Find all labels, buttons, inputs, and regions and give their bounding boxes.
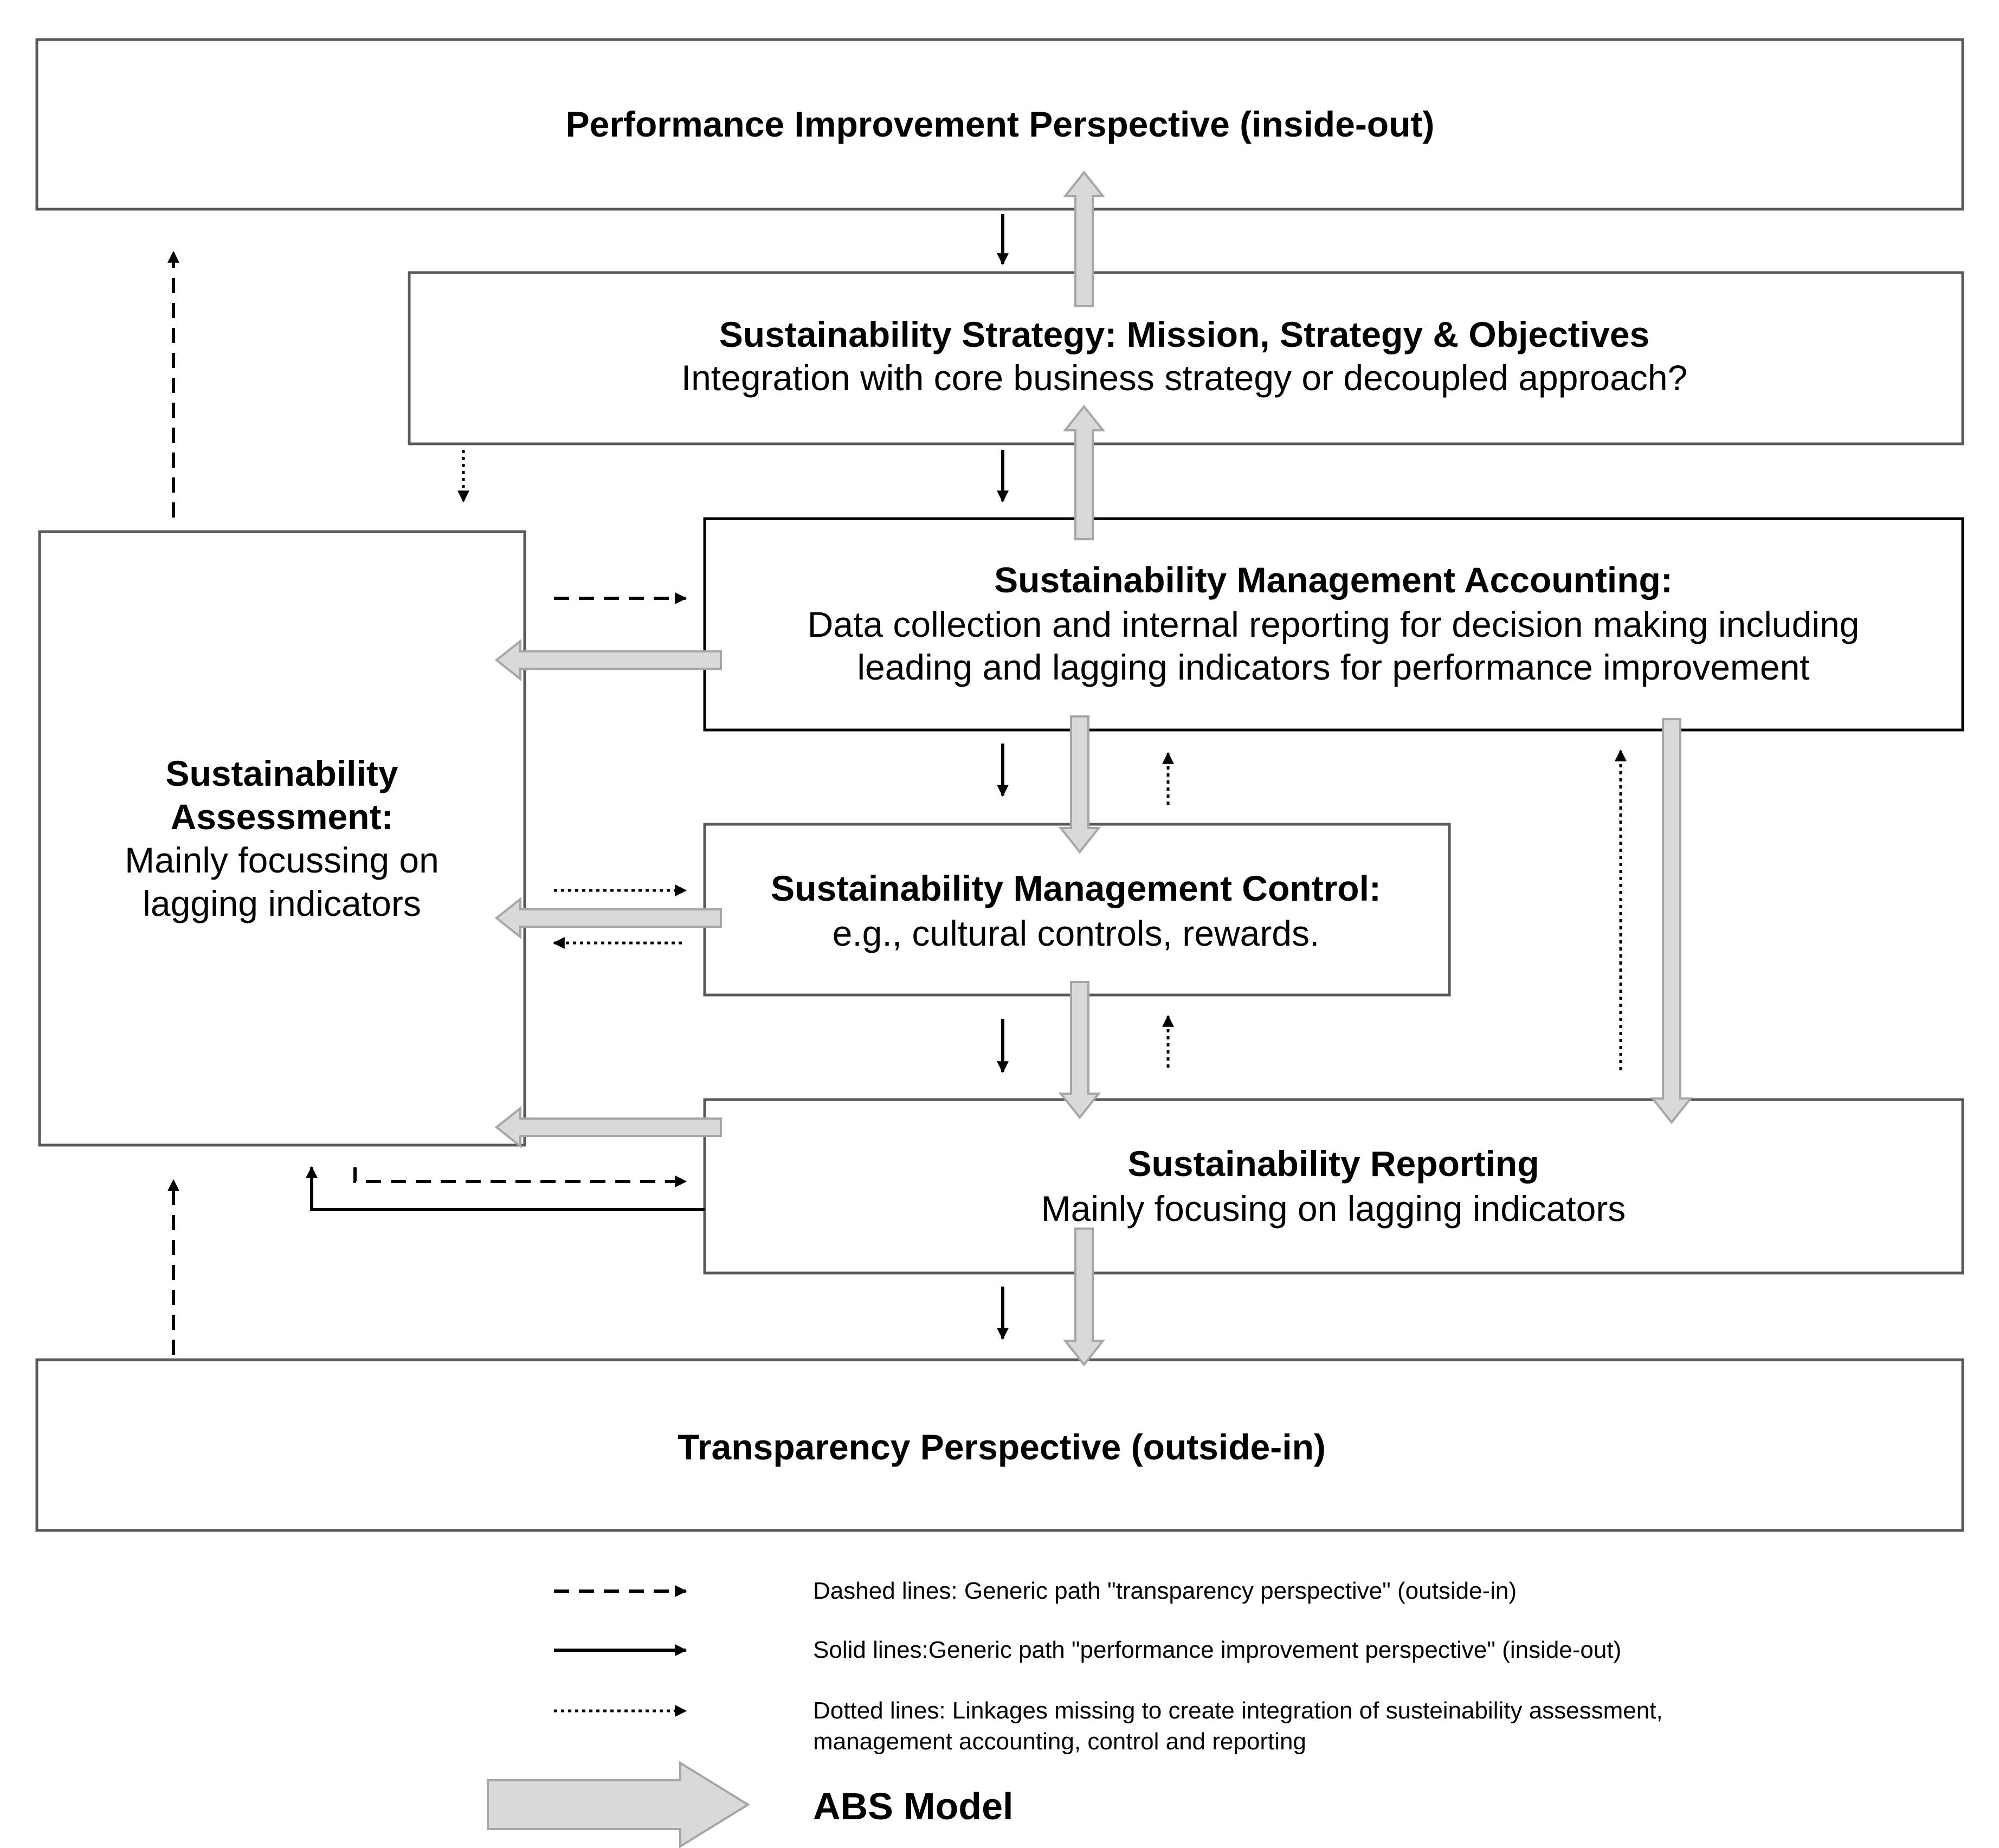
abs-arrow-reporting-to-transparency — [1062, 1227, 1106, 1367]
abs-arrow-control-to-reporting — [1058, 981, 1101, 1120]
abs-arrow-control-to-assessment — [494, 896, 722, 940]
assessment-line-1: Mainly focussing on — [125, 840, 439, 880]
box-management-accounting: Sustainability Management Accounting: Da… — [703, 517, 1964, 732]
box-management-control: Sustainability Management Control: e.g.,… — [703, 823, 1451, 997]
abs-arrow-strategy-to-performance — [1062, 170, 1106, 307]
abs-arrow-accounting-to-assessment — [494, 638, 722, 682]
accounting-title: Sustainability Management Accounting: — [994, 560, 1673, 600]
reporting-title: Sustainability Reporting — [1127, 1143, 1539, 1184]
dashed-arrow-assessment-to-reporting — [353, 1167, 687, 1187]
box-transparency-perspective: Transparency Perspective (outside-in) — [35, 1358, 1964, 1532]
box-sustainability-assessment: Sustainability Assessment: Mainly focuss… — [38, 530, 526, 1147]
reporting-subtitle: Mainly focusing on lagging indicators — [1041, 1188, 1626, 1229]
abs-arrow-reporting-to-assessment — [494, 1106, 722, 1149]
legend-solid: Solid lines:Generic path "performance im… — [554, 1637, 1621, 1663]
strategy-title: Sustainability Strategy: Mission, Strate… — [719, 314, 1649, 354]
assessment-title-line-2: Assessment: — [171, 797, 394, 837]
legend-dotted-label-line-2: management accounting, control and repor… — [813, 1728, 1306, 1755]
control-title: Sustainability Management Control: — [771, 868, 1381, 908]
abs-arrow-accounting-to-control — [1058, 715, 1101, 854]
abs-arrow-accounting-to-strategy — [1062, 404, 1106, 540]
legend-solid-label: Solid lines:Generic path "performance im… — [813, 1637, 1621, 1663]
legend-abs-label: ABS Model — [813, 1785, 1013, 1827]
solid-arrows — [306, 214, 1009, 1340]
performance-perspective-title: Performance Improvement Perspective (ins… — [566, 104, 1435, 144]
strategy-subtitle: Integration with core business strategy … — [681, 358, 1687, 398]
control-subtitle: e.g., cultural controls, rewards. — [833, 913, 1320, 953]
legend-dotted-label-line-1: Dotted lines: Linkages missing to create… — [813, 1697, 1663, 1724]
legend-dotted: Dotted lines: Linkages missing to create… — [554, 1697, 1663, 1755]
box-sustainability-strategy: Sustainability Strategy: Mission, Strate… — [408, 271, 1964, 445]
assessment-line-2: lagging indicators — [143, 883, 421, 923]
abs-arrows — [494, 170, 1693, 1367]
legend: Dashed lines: Generic path "transparency… — [487, 1578, 1663, 1848]
accounting-line-2: leading and lagging indicators for perfo… — [857, 647, 1809, 687]
legend-abs-arrow-sample — [487, 1761, 750, 1848]
accounting-line-1: Data collection and internal reporting f… — [808, 604, 1860, 644]
box-performance-perspective: Performance Improvement Perspective (ins… — [35, 38, 1964, 211]
legend-abs: ABS Model — [487, 1761, 1013, 1848]
solid-arrow-reporting-to-assessment — [306, 1166, 705, 1211]
transparency-perspective-title: Transparency Perspective (outside-in) — [678, 1427, 1326, 1467]
dotted-arrows — [457, 450, 1627, 1070]
abs-arrow-accounting-to-reporting — [1650, 718, 1693, 1125]
dashed-arrows — [167, 250, 687, 1355]
box-sustainability-reporting: Sustainability Reporting Mainly focusing… — [703, 1098, 1964, 1275]
assessment-title-line-1: Sustainability — [165, 753, 398, 793]
legend-dashed-label: Dashed lines: Generic path "transparency… — [813, 1578, 1517, 1604]
legend-dashed: Dashed lines: Generic path "transparency… — [554, 1578, 1517, 1604]
